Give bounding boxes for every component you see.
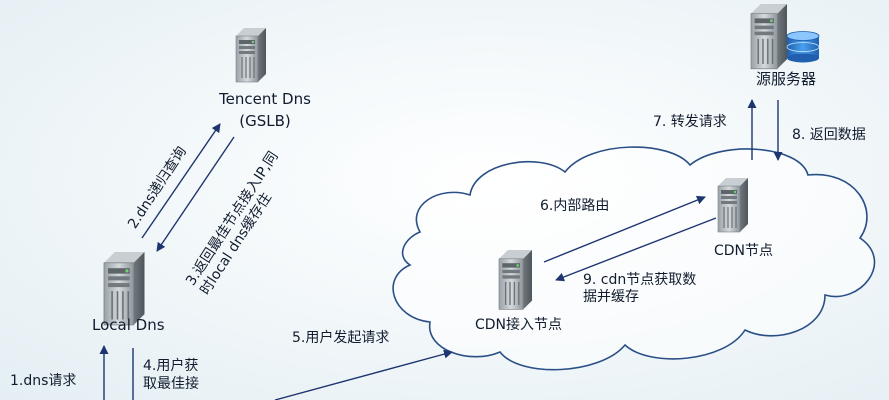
step-5-label: 5.用户发起请求 <box>292 330 390 346</box>
arrow-dns-recursive-query <box>141 123 221 239</box>
arrow-node-fetch-cache <box>555 217 717 282</box>
arrow-return-best-node <box>156 136 235 252</box>
tencent-dns-label-line1: Tencent Dns <box>219 90 311 108</box>
step-4-label-line2: 取最佳接 <box>143 376 199 392</box>
step-7-label: 7. 转发请求 <box>653 114 727 130</box>
tencent-dns-server-icon <box>235 27 267 83</box>
tencent-dns-label-line2: (GSLB) <box>239 112 291 130</box>
step-9-label: 9. cdn节点获取数 据并缓存 <box>583 272 696 306</box>
local-dns-server-icon <box>103 251 146 326</box>
step-9-label-line1: 9. cdn节点获取数 <box>583 272 697 288</box>
step-4-label: 4.用户获 取最佳接 <box>143 357 199 393</box>
origin-server-label: 源服务器 <box>756 70 817 88</box>
cdn-node-server-icon <box>717 177 749 233</box>
arrow-user-request <box>274 349 453 400</box>
database-icon <box>786 31 820 63</box>
cdn-access-node-server-icon <box>498 249 533 311</box>
cdn-cloud-shape <box>392 146 876 371</box>
cdn-node-label: CDN节点 <box>714 243 774 259</box>
local-dns-label: Local Dns <box>92 316 165 334</box>
step-6-label: 6.内部路由 <box>540 198 610 214</box>
step-9-label-line2: 据并缓存 <box>583 289 639 305</box>
cdn-access-node-label: CDN接入节点 <box>475 317 563 333</box>
origin-server-icon <box>750 3 788 70</box>
arrow-internal-routing <box>543 195 706 263</box>
step-8-label: 8. 返回数据 <box>792 127 866 143</box>
step-4-label-line1: 4.用户获 <box>143 358 199 374</box>
step-1-label: 1.dns请求 <box>10 373 77 389</box>
tencent-dns-label: Tencent Dns (GSLB) <box>205 90 325 131</box>
